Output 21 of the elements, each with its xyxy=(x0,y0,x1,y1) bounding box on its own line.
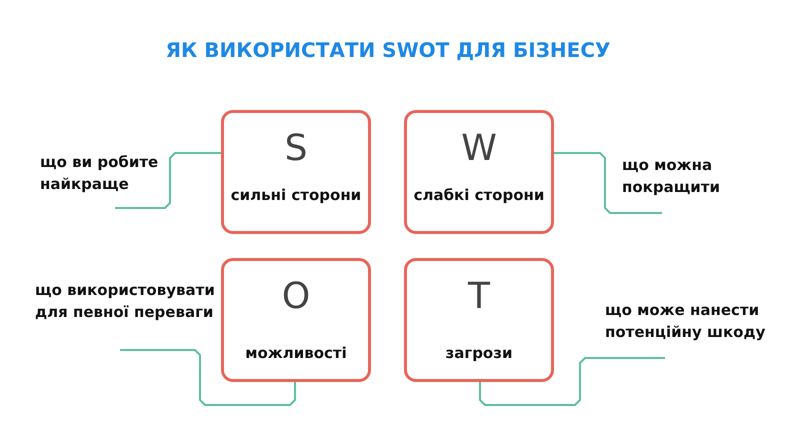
leader-line xyxy=(479,357,665,406)
box-label: слабкі сторони xyxy=(414,185,544,206)
swot-letter: T xyxy=(466,279,492,315)
leader-line xyxy=(554,152,662,214)
swot-letter: O xyxy=(280,279,312,315)
description-text: що можна покращити xyxy=(622,155,752,213)
leader-line xyxy=(115,152,221,209)
swot-box xyxy=(221,258,371,382)
box-label: сильні сторони xyxy=(230,185,362,206)
swot-box xyxy=(404,110,554,234)
swot-box xyxy=(221,110,371,234)
description-text: що може нанести потенційну шкоду xyxy=(605,300,775,358)
title: ЯК ВИКОРИСТАТИ SWOT ДЛЯ БІЗНЕСУ xyxy=(164,38,612,62)
box-label: можливості xyxy=(245,343,347,364)
swot-box xyxy=(404,258,554,382)
swot-letter: S xyxy=(284,131,308,167)
swot-letter: W xyxy=(460,131,498,167)
leader-line xyxy=(120,349,296,406)
box-label: загрози xyxy=(446,343,512,364)
description-text: що використовувати для певної переваги xyxy=(35,280,225,350)
description-text: що ви робите найкраще xyxy=(40,152,180,208)
